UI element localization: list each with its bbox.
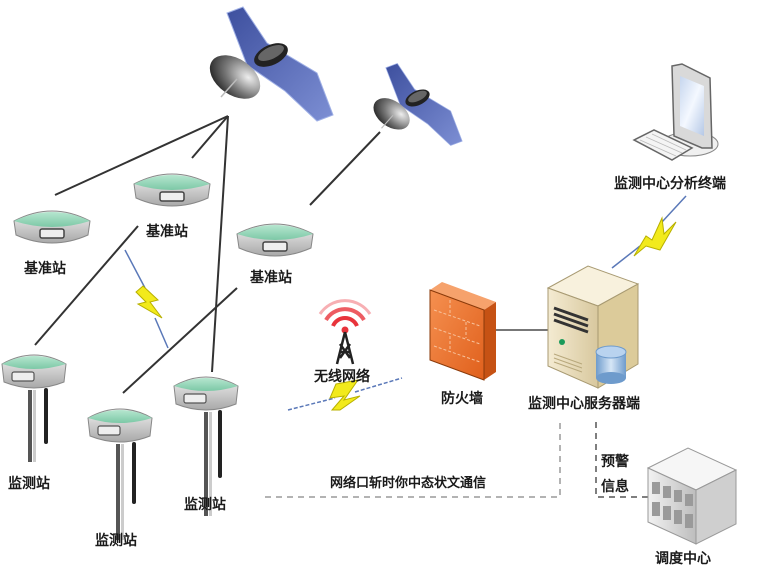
radio-tower-icon — [318, 299, 372, 365]
link-sat1-base-left — [54, 115, 229, 196]
gnss-rover-icon — [173, 376, 239, 516]
firewall-label: 防火墙 — [441, 391, 483, 407]
dispatch-center-label: 调度中心 — [655, 551, 711, 567]
wireless-network-label: 无线网络 — [314, 369, 370, 385]
lightning-icon — [611, 195, 687, 269]
monitor-station-2-label: 监测站 — [95, 533, 137, 549]
dashed-lines — [265, 420, 648, 498]
computer-icon — [632, 63, 719, 161]
server-icon — [546, 265, 640, 389]
link-base-right-monitor-2 — [122, 287, 238, 394]
base-station-left-label: 基准站 — [24, 261, 66, 277]
realtime-comm-annotation: 网络口斩时你中态状文通信 — [330, 476, 487, 491]
firewall-icon — [429, 282, 496, 381]
warning-info-line1: 预警 — [601, 454, 629, 470]
base-station-right-label: 基准站 — [250, 270, 292, 286]
lightning-icon — [124, 249, 169, 349]
warning-info-line — [595, 422, 648, 498]
base-station-mid-label: 基准站 — [146, 224, 188, 240]
gnss-receiver-icon — [13, 210, 91, 244]
gnss-receiver-icon — [236, 223, 314, 257]
gnss-receiver-icon — [133, 173, 211, 207]
link-sat1-monitor-3 — [211, 115, 229, 373]
building-icon — [646, 447, 738, 545]
warning-info-line2: 信息 — [601, 479, 629, 495]
monitor-station-3-label: 监测站 — [184, 497, 226, 513]
gnss-rover-icon — [87, 408, 153, 540]
link-sat2-base-right — [309, 131, 381, 206]
realtime-comm-line — [265, 420, 561, 498]
analysis-terminal-label: 监测中心分析终端 — [614, 176, 726, 192]
link-base-mid-monitor-1 — [34, 225, 139, 346]
monitor-station-1-label: 监测站 — [8, 476, 50, 492]
server-label: 监测中心服务器端 — [528, 396, 640, 412]
gnss-rover-icon — [1, 354, 67, 462]
satellite-icon — [373, 63, 463, 146]
connection-lines — [34, 115, 550, 394]
satellite-icon — [209, 6, 334, 122]
lightning-icon — [287, 377, 403, 411]
link-sat1-base-mid — [191, 115, 229, 159]
